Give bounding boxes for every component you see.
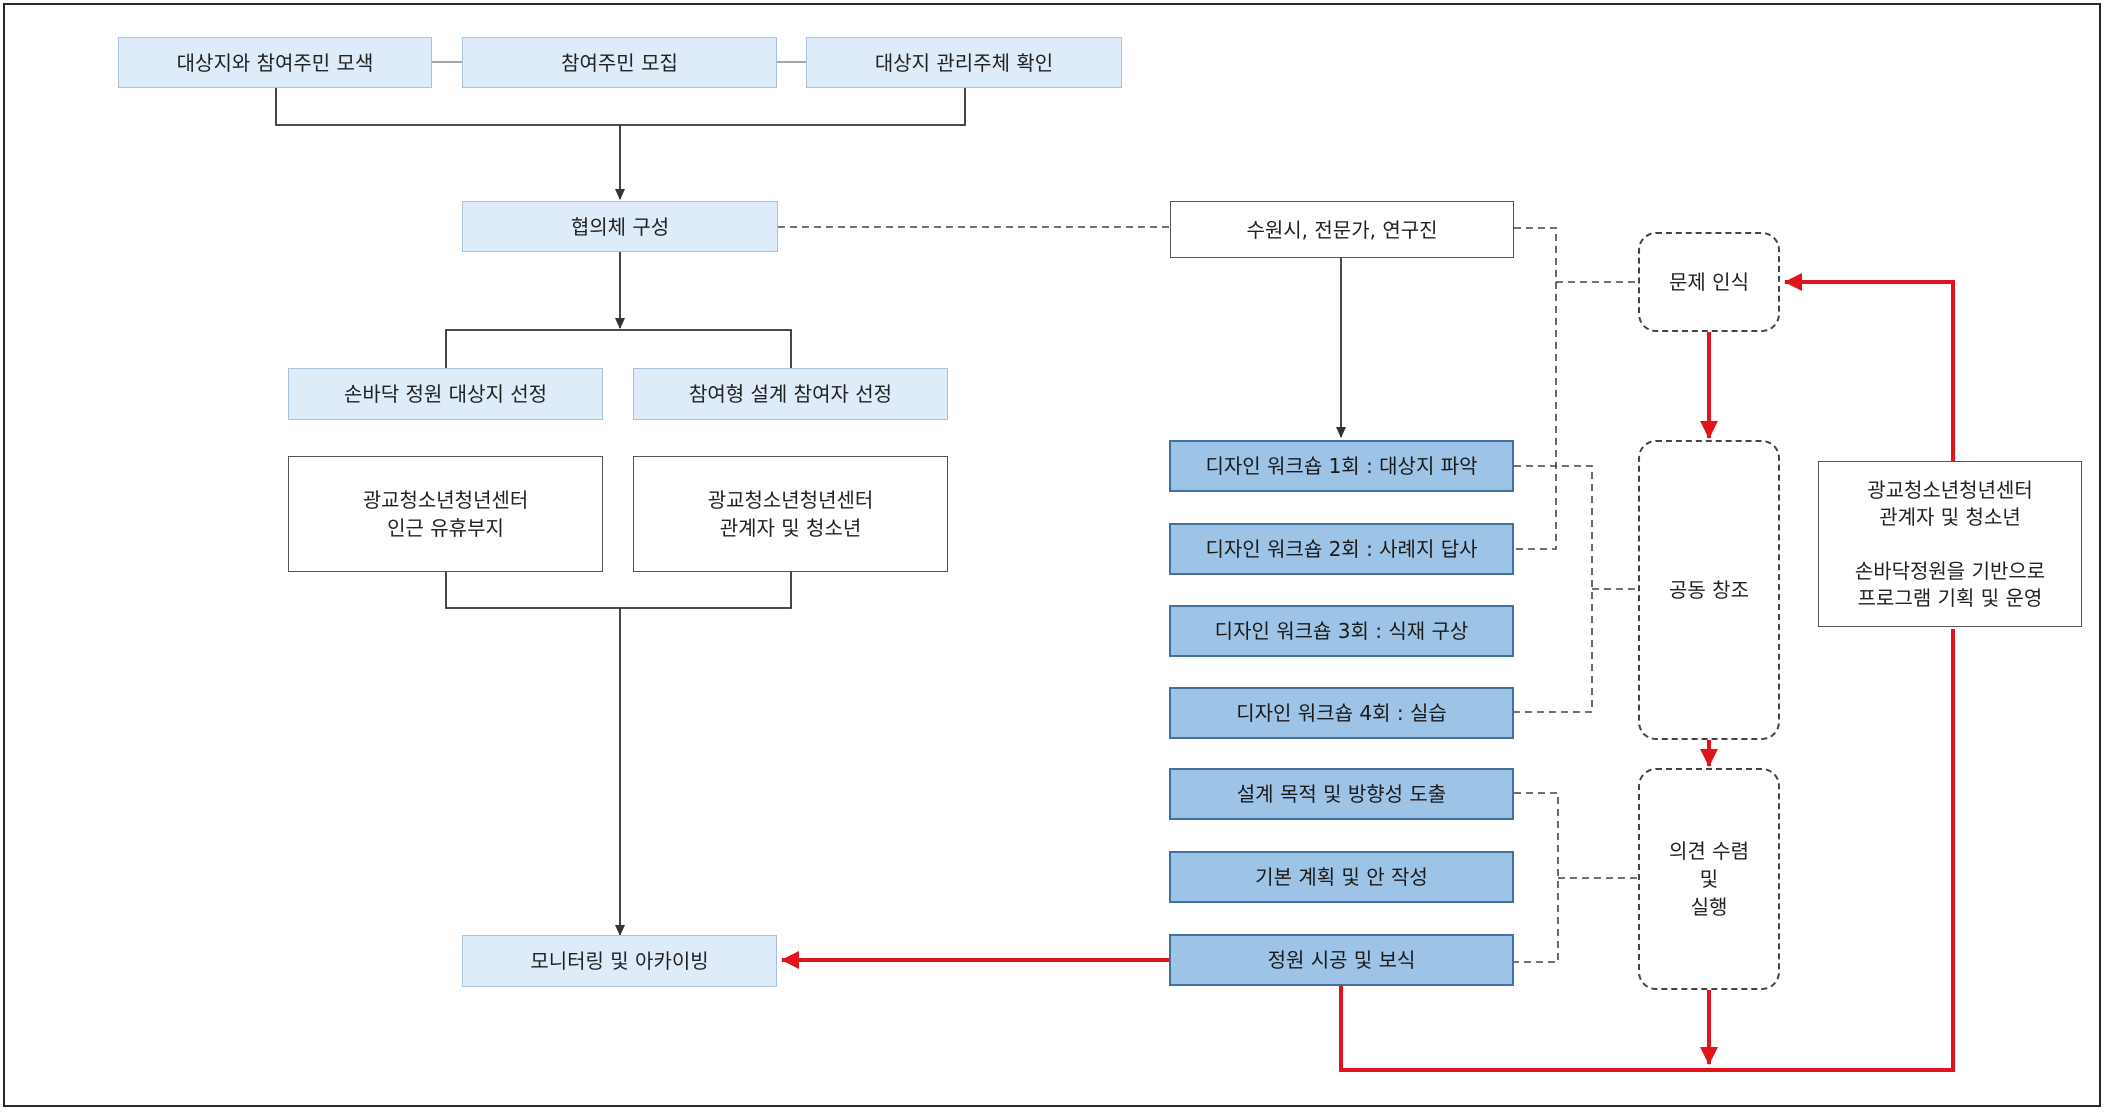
dashed-bracket-recognition xyxy=(1514,227,1557,550)
connector-split xyxy=(445,329,792,368)
participant-selection-box: 참여형 설계 참여자 선정 xyxy=(633,368,948,420)
connector-merge xyxy=(445,572,792,609)
red-arrow-loop-to-recognition xyxy=(1784,273,1955,463)
problem-recognition-box: 문제 인식 xyxy=(1638,232,1780,332)
workshop-1-box: 디자인 워크숍 1회 : 대상지 파악 xyxy=(1169,440,1514,492)
participant-detail-box: 광교청소년청년센터 관계자 및 청소년 xyxy=(633,456,948,572)
recruit-residents-box: 참여주민 모집 xyxy=(462,37,777,88)
workshop-3-box: 디자인 워크숍 3회 : 식재 구상 xyxy=(1169,605,1514,657)
find-site-box: 대상지와 참여주민 모색 xyxy=(118,37,432,88)
execution-box: 의견 수렴 및 실행 xyxy=(1638,768,1780,990)
workshop-4-box: 디자인 워크숍 4회 : 실습 xyxy=(1169,687,1514,739)
diagram-frame xyxy=(3,3,2101,1107)
site-detail-box: 광교청소년청년센터 인근 유휴부지 xyxy=(288,456,603,572)
connector-top-merge xyxy=(275,88,966,126)
operation-box: 광교청소년청년센터 관계자 및 청소년 손바닥정원을 기반으로 프로그램 기획 … xyxy=(1818,461,2082,627)
confirm-manager-box: 대상지 관리주체 확인 xyxy=(806,37,1122,88)
red-loop-line xyxy=(1339,629,1955,1072)
basic-plan-box: 기본 계획 및 안 작성 xyxy=(1169,851,1514,903)
support-group-box: 수원시, 전문가, 연구진 xyxy=(1170,201,1514,258)
council-box: 협의체 구성 xyxy=(462,201,778,252)
workshop-2-box: 디자인 워크숍 2회 : 사례지 답사 xyxy=(1169,523,1514,575)
monitoring-box: 모니터링 및 아카이빙 xyxy=(462,935,777,987)
co-creation-box: 공동 창조 xyxy=(1638,440,1780,740)
site-selection-box: 손바닥 정원 대상지 선정 xyxy=(288,368,603,420)
dashed-bracket-execution xyxy=(1514,792,1559,963)
garden-construction-box: 정원 시공 및 보식 xyxy=(1169,934,1514,986)
design-purpose-box: 설계 목적 및 방향성 도출 xyxy=(1169,768,1514,820)
dashed-bracket-cocreation xyxy=(1514,465,1593,713)
